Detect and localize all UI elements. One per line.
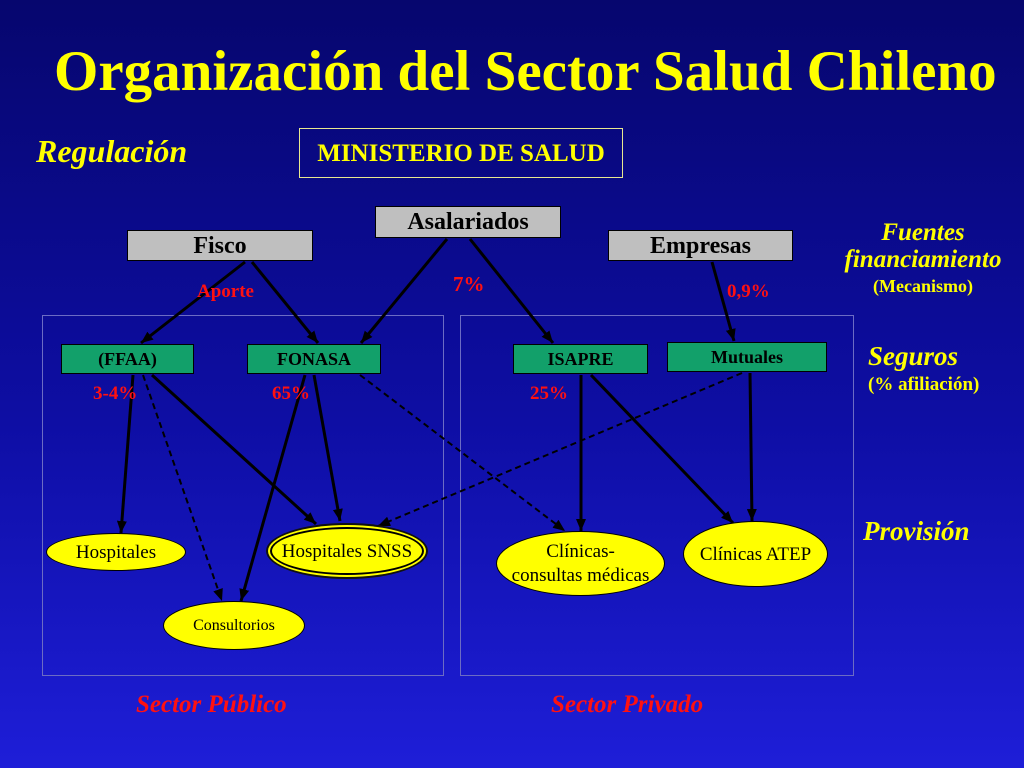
- provider-hospitales-snss-label: Hospitales SNSS: [281, 540, 413, 562]
- insurer-fonasa: FONASA: [247, 344, 381, 374]
- provider-clinicas-atep: Clínicas ATEP: [683, 521, 828, 587]
- share-fonasa: 65%: [272, 383, 310, 404]
- regulator-box: MINISTERIO DE SALUD: [299, 128, 623, 178]
- mechanism-asalariados-rate: 7%: [453, 272, 485, 296]
- arrow-fisco-ffaa: [140, 260, 246, 345]
- arrow-ffaa-hospitales: [116, 374, 135, 534]
- arrow-asalariados-isapre: [468, 238, 555, 344]
- mechanism-empresas-rate: 0,9%: [727, 281, 770, 302]
- level-fuentes-line1: Fuentes: [881, 219, 965, 246]
- level-seguros: Seguros: [868, 341, 959, 371]
- provider-consultorios-label: Consultorios: [193, 616, 275, 634]
- arrow-asalariados-fonasa: [359, 238, 449, 344]
- source-empresas: Empresas: [608, 230, 793, 261]
- public-sector-panel: [42, 315, 444, 676]
- provider-consultorios: Consultorios: [163, 601, 305, 650]
- arrow-isapre-clinicas-atep: [589, 373, 735, 525]
- provider-clinicas-atep-label: Clínicas ATEP: [699, 543, 812, 565]
- insurer-ffaa: (FFAA): [61, 344, 194, 374]
- private-sector-panel: [460, 315, 854, 676]
- arrow-fonasa-hospitales-snss: [312, 374, 343, 522]
- provider-clinicas: Clínicas- consultas médicas: [496, 531, 665, 596]
- provider-hospitales: Hospitales: [46, 533, 186, 571]
- source-fisco: Fisco: [127, 230, 313, 261]
- arrow-mutuales-clinicas-atep: [746, 372, 757, 522]
- share-isapre: 25%: [530, 383, 568, 404]
- sector-publico-label: Sector Público: [136, 691, 287, 718]
- share-ffaa: 3-4%: [93, 383, 138, 404]
- level-regulacion: Regulación: [36, 133, 188, 169]
- sector-privado-label: Sector Privado: [551, 691, 704, 718]
- insurer-mutuales: Mutuales: [667, 342, 827, 372]
- provider-hospitales-label: Hospitales: [75, 541, 157, 563]
- page-title: Organización del Sector Salud Chileno: [54, 40, 997, 103]
- arrow-fonasa-consultorios: [239, 374, 307, 602]
- level-fuentes-line2: financiamiento: [844, 246, 1002, 273]
- provider-clinicas-label-line1: Clínicas-: [546, 540, 615, 562]
- provider-clinicas-label-line2: consultas médicas: [511, 564, 650, 586]
- provider-hospitales-snss: Hospitales SNSS: [270, 527, 424, 575]
- arrow-ffaa-hospitales-snss: [150, 373, 318, 526]
- insurer-isapre: ISAPRE: [513, 344, 648, 374]
- arrow-fisco-fonasa: [250, 261, 320, 344]
- arrow-mutuales-hospitales-snss: [377, 372, 743, 527]
- level-mecanismo: (Mecanismo): [873, 276, 973, 296]
- level-afiliacion: (% afiliación): [868, 374, 980, 395]
- source-asalariados: Asalariados: [375, 206, 561, 238]
- arrow-fonasa-clinicas: [359, 374, 566, 532]
- mechanism-aporte: Aporte: [197, 281, 254, 302]
- level-provision: Provisión: [863, 516, 970, 546]
- arrow-empresas-mutuales: [710, 261, 736, 342]
